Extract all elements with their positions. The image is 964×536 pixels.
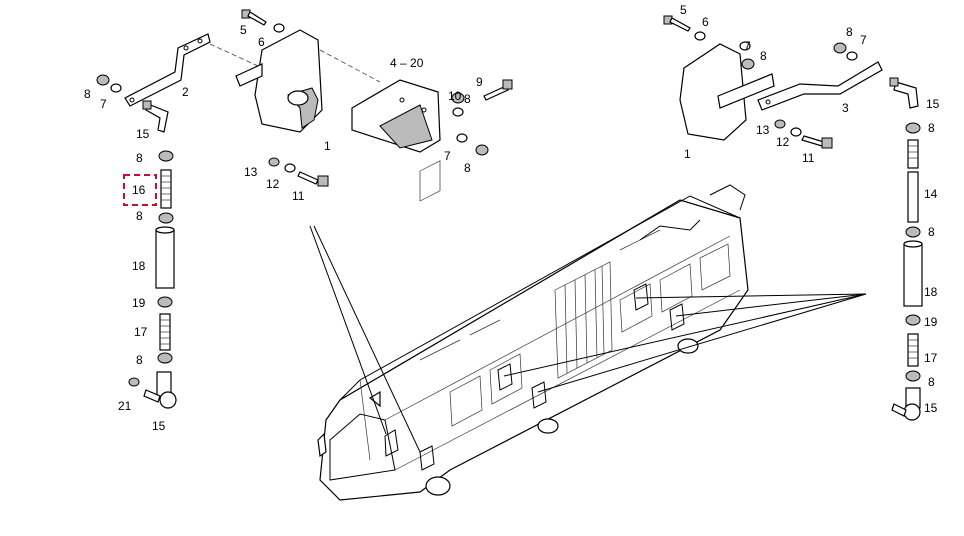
nut-8-right-rod-middle[interactable] bbox=[905, 226, 921, 238]
callout-3: 3 bbox=[842, 101, 849, 115]
nut-8-upper[interactable] bbox=[158, 150, 174, 162]
callout-10: 10 bbox=[448, 89, 462, 103]
callout-19-right: 19 bbox=[924, 315, 938, 329]
threaded-rod-14-upper[interactable] bbox=[907, 139, 919, 169]
callout-1: 1 bbox=[324, 139, 331, 153]
left-bracket-assembly bbox=[96, 9, 381, 187]
washer-12[interactable] bbox=[284, 163, 296, 173]
sleeve-18-right[interactable] bbox=[903, 243, 923, 307]
bracket-3[interactable] bbox=[757, 61, 883, 111]
nut-8-right-rod-upper[interactable] bbox=[905, 122, 921, 134]
selected-part-marker bbox=[123, 174, 157, 206]
washer-7-lower[interactable] bbox=[456, 133, 468, 143]
callout-8: 8 bbox=[84, 87, 91, 101]
callout-1-right: 1 bbox=[684, 147, 691, 161]
callout-17: 17 bbox=[134, 325, 148, 339]
callout-13-right: 13 bbox=[756, 123, 770, 137]
right-bracket-assembly bbox=[663, 15, 919, 149]
nut-8-lower-center[interactable] bbox=[475, 144, 489, 156]
callout-8-rod-c: 8 bbox=[136, 353, 143, 367]
callout-7-right-b: 7 bbox=[860, 33, 867, 47]
callout-13: 13 bbox=[244, 165, 258, 179]
washer-13-right[interactable] bbox=[774, 119, 786, 129]
callout-8-rod-b: 8 bbox=[136, 209, 143, 223]
callout-7-right-a: 7 bbox=[744, 39, 751, 53]
washer-19[interactable] bbox=[157, 296, 173, 308]
callout-8-center-b: 8 bbox=[464, 161, 471, 175]
callout-19: 19 bbox=[132, 296, 146, 310]
sleeve-18[interactable] bbox=[155, 229, 175, 289]
callout-4-20: 4 – 20 bbox=[390, 56, 424, 70]
nut-8-right-a[interactable] bbox=[741, 58, 755, 70]
threaded-rod-16[interactable] bbox=[160, 169, 172, 209]
callout-8-right-rod-a: 8 bbox=[928, 121, 935, 135]
center-bracket-assembly bbox=[351, 79, 513, 156]
callout-7-center: 7 bbox=[444, 149, 451, 163]
washer-13[interactable] bbox=[268, 157, 280, 167]
callout-17-right: 17 bbox=[924, 351, 938, 365]
nut-8-middle[interactable] bbox=[158, 212, 174, 224]
callout-15: 15 bbox=[136, 127, 150, 141]
bracket-2[interactable] bbox=[124, 33, 211, 107]
ball-joint-15-right-bottom[interactable] bbox=[891, 387, 921, 421]
washer-12-right[interactable] bbox=[790, 127, 802, 137]
callout-11: 11 bbox=[292, 189, 305, 203]
bolt-5-right[interactable] bbox=[663, 15, 691, 32]
washer-6[interactable] bbox=[273, 23, 285, 33]
callout-9: 9 bbox=[476, 75, 483, 89]
callout-16: 16 bbox=[132, 183, 146, 197]
washer-7-center[interactable] bbox=[452, 107, 464, 117]
cover-plate-1-right[interactable] bbox=[679, 43, 747, 141]
callout-15-right-bottom: 15 bbox=[924, 401, 938, 415]
washer-7-right-b[interactable] bbox=[846, 51, 858, 61]
nut-8-right-b[interactable] bbox=[833, 42, 847, 54]
washer-7[interactable] bbox=[110, 83, 122, 93]
bolt-11-right[interactable] bbox=[801, 135, 833, 149]
callout-5-right: 5 bbox=[680, 3, 687, 17]
right-rod-assembly bbox=[891, 122, 923, 421]
callout-7: 7 bbox=[100, 97, 107, 111]
washer-21[interactable] bbox=[128, 377, 140, 387]
washer-6-right[interactable] bbox=[694, 31, 706, 41]
threaded-rod-17-right[interactable] bbox=[907, 333, 919, 367]
callout-2: 2 bbox=[182, 85, 189, 99]
callout-12-right: 12 bbox=[776, 135, 790, 149]
callout-14: 14 bbox=[924, 187, 938, 201]
nut-8[interactable] bbox=[96, 74, 110, 86]
callout-8-right-a: 8 bbox=[760, 49, 767, 63]
callout-11-right: 11 bbox=[802, 151, 815, 165]
callout-5: 5 bbox=[240, 23, 247, 37]
callout-15-right: 15 bbox=[926, 97, 940, 111]
nut-8-lower[interactable] bbox=[157, 352, 173, 364]
tram-illustration bbox=[309, 160, 867, 501]
bolt-11[interactable] bbox=[297, 171, 329, 187]
bolt-9[interactable] bbox=[483, 79, 513, 101]
left-rod-assembly bbox=[123, 150, 177, 409]
callout-8-rod-a: 8 bbox=[136, 151, 143, 165]
washer-7-right[interactable] bbox=[739, 41, 751, 51]
callout-8-right-b: 8 bbox=[846, 25, 853, 39]
callout-21: 21 bbox=[118, 399, 132, 413]
washer-19-right[interactable] bbox=[905, 314, 921, 326]
rod-14[interactable] bbox=[907, 171, 919, 223]
callout-6-right: 6 bbox=[702, 15, 709, 29]
bolt-5[interactable] bbox=[241, 9, 267, 26]
ball-joint-15-right-top[interactable] bbox=[889, 77, 919, 109]
callout-8-center-a: 8 bbox=[464, 92, 471, 106]
callout-18-right: 18 bbox=[924, 285, 938, 299]
callout-18: 18 bbox=[132, 259, 146, 273]
callout-8-right-rod-c: 8 bbox=[928, 375, 935, 389]
ball-joint-15-top[interactable] bbox=[142, 100, 169, 133]
callout-15-bottom: 15 bbox=[152, 419, 166, 433]
ball-joint-15-bottom[interactable] bbox=[143, 371, 177, 409]
nut-8-center[interactable] bbox=[451, 92, 465, 104]
callout-8-right-rod-b: 8 bbox=[928, 225, 935, 239]
nut-8-right-rod-lower[interactable] bbox=[905, 370, 921, 382]
callout-6: 6 bbox=[258, 35, 265, 49]
callout-12: 12 bbox=[266, 177, 280, 191]
